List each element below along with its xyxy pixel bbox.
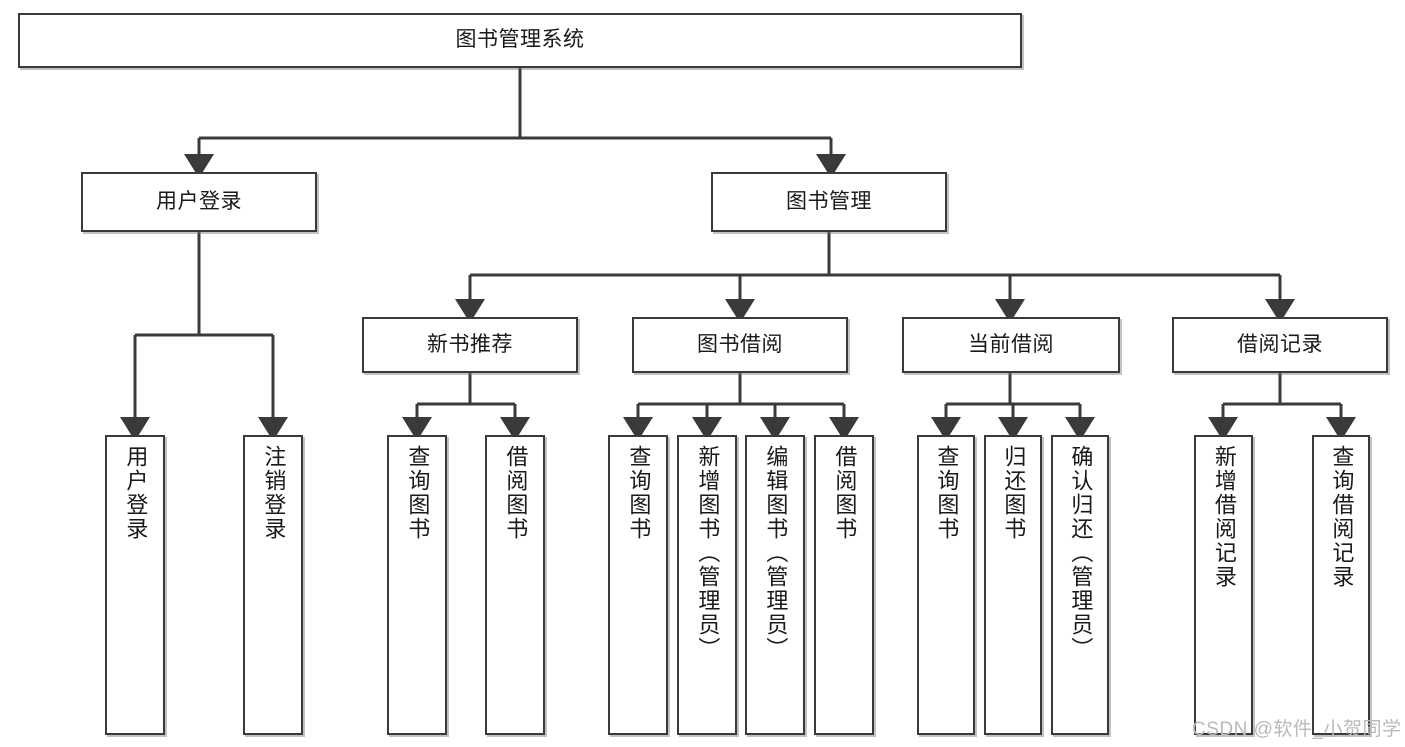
node-root-system[interactable]: 图书管理系统 (18, 13, 1022, 68)
leaf-add-borrow-record[interactable]: 新增借阅记录 (1194, 435, 1253, 735)
node-label: 查询图书 (626, 445, 652, 541)
leaf-query-book-current[interactable]: 查询图书 (917, 435, 975, 735)
leaf-user-login[interactable]: 用户登录 (105, 435, 165, 735)
node-label: 当前借阅 (968, 332, 1054, 356)
leaf-query-book-rec[interactable]: 查询图书 (387, 435, 447, 735)
node-borrow-record[interactable]: 借阅记录 (1172, 317, 1388, 373)
node-label: 借阅图书 (503, 445, 529, 541)
leaf-return-book[interactable]: 归还图书 (984, 435, 1042, 735)
node-label: 注销登录 (261, 445, 287, 541)
node-label: 确认归还（管理员） (1068, 445, 1094, 661)
node-book-borrow[interactable]: 图书借阅 (632, 317, 848, 373)
leaf-add-book-admin[interactable]: 新增图书（管理员） (677, 435, 737, 735)
leaf-borrow-book[interactable]: 借阅图书 (814, 435, 874, 735)
leaf-confirm-return-admin[interactable]: 确认归还（管理员） (1051, 435, 1109, 735)
node-label: 用户登录 (123, 445, 149, 541)
node-label: 图书管理 (786, 189, 872, 213)
node-label: 新增图书（管理员） (695, 445, 721, 661)
node-book-management[interactable]: 图书管理 (711, 172, 947, 232)
leaf-edit-book-admin[interactable]: 编辑图书（管理员） (745, 435, 805, 735)
leaf-query-borrow-record[interactable]: 查询借阅记录 (1312, 435, 1370, 735)
node-label: 新增借阅记录 (1211, 445, 1237, 589)
node-label: 查询借阅记录 (1329, 445, 1355, 589)
node-label: 编辑图书（管理员） (763, 445, 789, 661)
node-label: 归还图书 (1001, 445, 1027, 541)
csdn-watermark: CSDN @软件_小贺同学 (1192, 719, 1402, 740)
leaf-logout[interactable]: 注销登录 (243, 435, 303, 735)
node-current-borrow[interactable]: 当前借阅 (902, 317, 1120, 373)
node-label: 图书借阅 (697, 332, 783, 356)
leaf-borrow-book-rec[interactable]: 借阅图书 (485, 435, 545, 735)
node-user-login[interactable]: 用户登录 (81, 172, 317, 232)
node-label: 图书管理系统 (455, 28, 585, 52)
node-label: 借阅图书 (832, 445, 858, 541)
node-label: 新书推荐 (427, 332, 513, 356)
node-new-book-recommend[interactable]: 新书推荐 (362, 317, 578, 373)
node-label: 借阅记录 (1237, 332, 1323, 356)
node-label: 查询图书 (934, 445, 960, 541)
node-label: 查询图书 (405, 445, 431, 541)
leaf-query-book-borrow[interactable]: 查询图书 (608, 435, 668, 735)
node-label: 用户登录 (156, 189, 242, 213)
